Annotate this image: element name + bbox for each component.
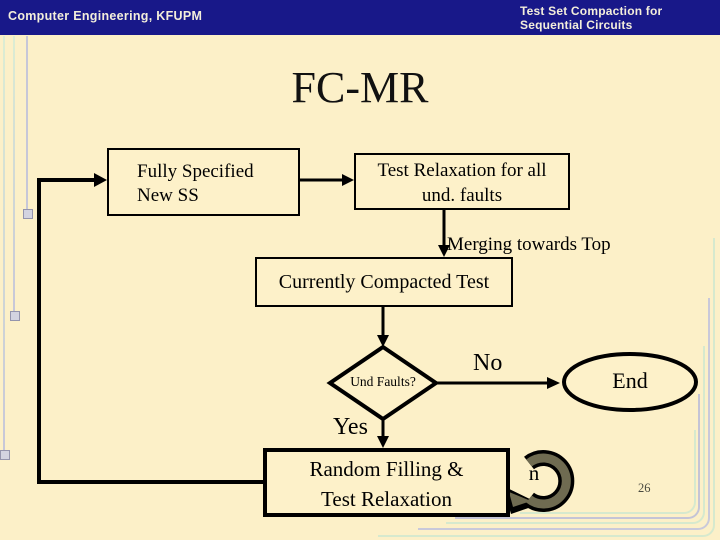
arrowhead-fully-to-relax-icon [342,174,354,186]
box-fully-line2: New SS [137,185,199,206]
slide-title: FC-MR [291,63,429,112]
box-relax-line1: Test Relaxation for all [377,160,547,181]
box-relax-line2: und. faults [421,185,503,206]
left-decor-line-3 [26,36,28,209]
corner-frame-5 [520,430,696,514]
left-decor-line-2 [13,36,15,311]
header-left-title: Computer Engineering, KFUPM [8,9,203,23]
box-fully-specified: Fully Specified New SS [107,148,300,216]
header-right-line2: Sequential Circuits [520,18,633,32]
no-label: No [473,350,503,376]
yes-label: Yes [333,414,368,440]
feedback-connector [37,178,263,484]
left-decor-ornament-2 [10,311,20,321]
box-random-line1: Random Filling & [309,457,464,481]
merging-towards-top-label: Merging towards Top [447,234,611,255]
header-right-title: Test Set Compaction for Sequential Circu… [520,4,662,32]
box-currently-compacted: Currently Compacted Test [255,257,513,307]
box-random-filling: Random Filling & Test Relaxation [263,448,510,517]
box-test-relaxation: Test Relaxation for all und. faults [354,153,570,210]
left-decor-ornament-3 [23,209,33,219]
left-decor-line-1 [3,36,5,452]
corner-frame-4 [455,394,700,519]
corner-frame-3 [446,346,705,524]
left-decor-ornament-1 [0,450,10,460]
end-label: End [612,368,648,393]
page-number: 26 [638,481,651,495]
box-random-line2: Test Relaxation [321,487,452,511]
corner-frame-2 [418,298,710,530]
box-fully-line1: Fully Specified [137,161,254,182]
corner-frame-1 [378,238,715,537]
header-right-line1: Test Set Compaction for [520,4,663,18]
loop-count-label: n [528,461,540,485]
feedback-arrowhead-icon [94,173,107,187]
decision-label: Und Faults? [350,374,416,389]
header-bar: Computer Engineering, KFUPM Test Set Com… [0,0,720,35]
